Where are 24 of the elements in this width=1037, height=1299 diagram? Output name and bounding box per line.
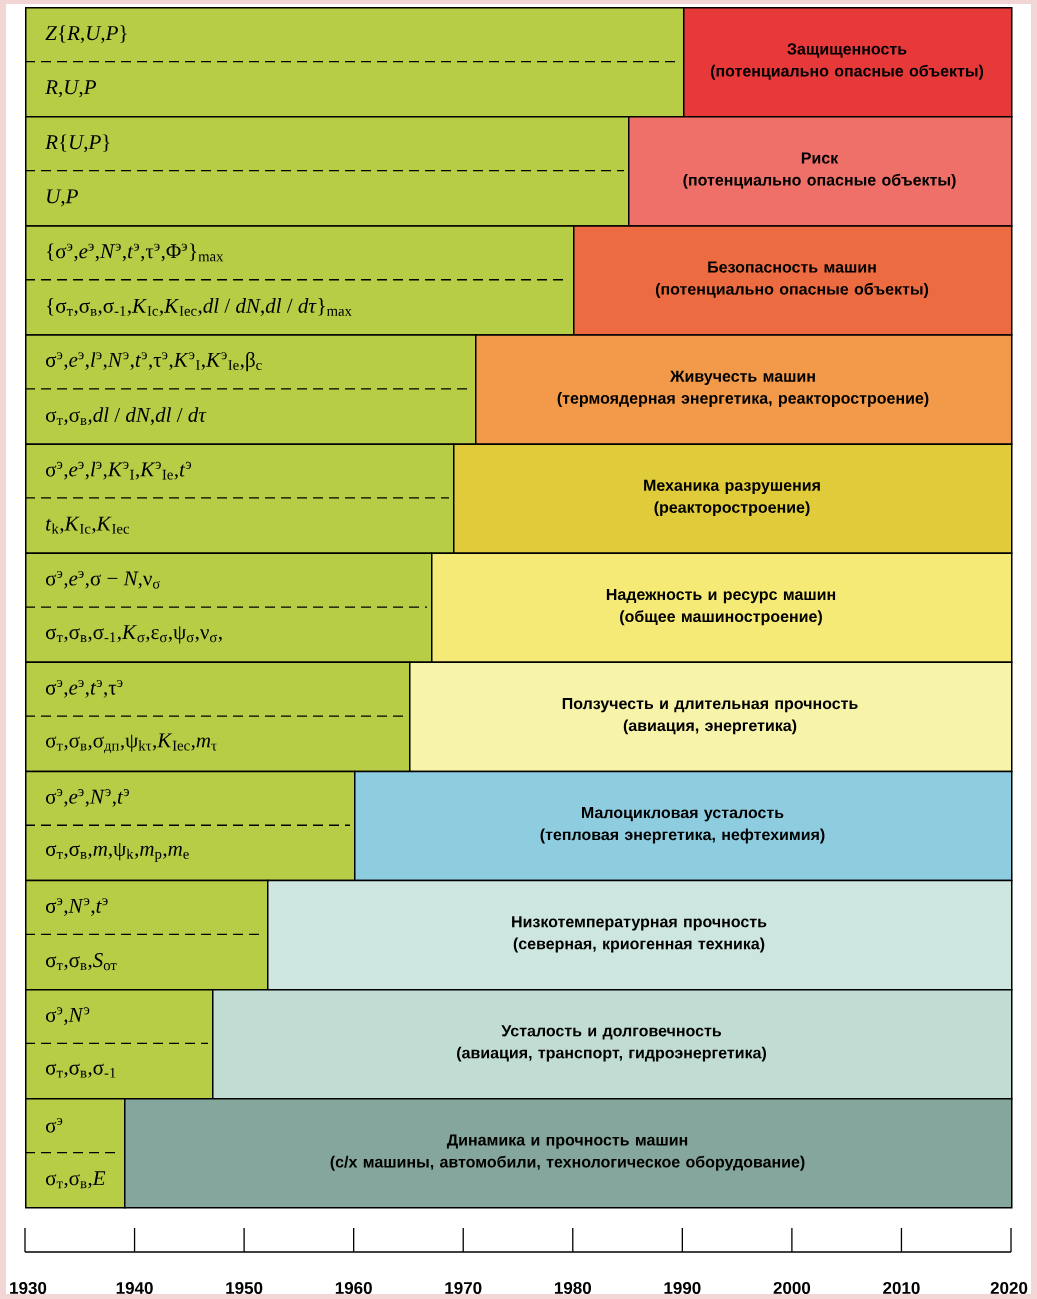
year-label: 2010 — [883, 1282, 920, 1294]
field-box: Усталость и долговечность (авиация, транспорт, гидроэнергетика) — [212, 988, 1013, 1100]
field-box: Ползучесть и длительная прочность (авиация, энергетика) — [409, 661, 1013, 773]
formula-box: σ$^{э}$,e$^{э}$,N$^{э}$,t$^{э}$ σ$_{т}$,σ$_{в}$,m,ψ$_{k}$,m$_{p}$,m$_{e}$ — [24, 770, 356, 882]
field-box: Защищенность (потенциально опасные объекты) — [683, 7, 1013, 118]
year-label: 1970 — [445, 1282, 482, 1294]
field-box: Безопасность машин (потенциально опасные объекты) — [573, 225, 1013, 336]
formula-box: σ$^{э}$ σ$_{т}$,σ$_{в}$,E — [24, 1098, 126, 1209]
year-label: 2020 — [990, 1282, 1028, 1294]
field-box: Надежность и ресурс машин (общее машиностроение) — [431, 552, 1013, 664]
year-label: 1960 — [335, 1282, 372, 1294]
formula-box: Z{R,U,P} R,U,P — [24, 7, 685, 118]
year-label: 1950 — [226, 1282, 263, 1294]
field-box: Риск (потенциально опасные объекты) — [628, 116, 1013, 227]
field-box: Низкотемпературная прочность (северная, криогенная техника) — [267, 879, 1013, 991]
year-label: 1990 — [664, 1282, 701, 1294]
field-box: Механика разрушения (реакторостроение) — [453, 443, 1013, 554]
year-label: 1940 — [116, 1282, 153, 1294]
field-box: Живучесть машин (термоядерная энергетика, реакторостроение) — [475, 334, 1013, 445]
field-box: Малоцикловая усталость (тепловая энергетика, нефтехимия) — [354, 770, 1013, 882]
year-label: 2000 — [773, 1282, 811, 1294]
year-label: 1930 — [10, 1281, 47, 1295]
year-label: 1980 — [554, 1282, 591, 1294]
field-box: Динамика и прочность машин (с/х машины, автомобили, технологическое оборудование) — [124, 1098, 1013, 1209]
